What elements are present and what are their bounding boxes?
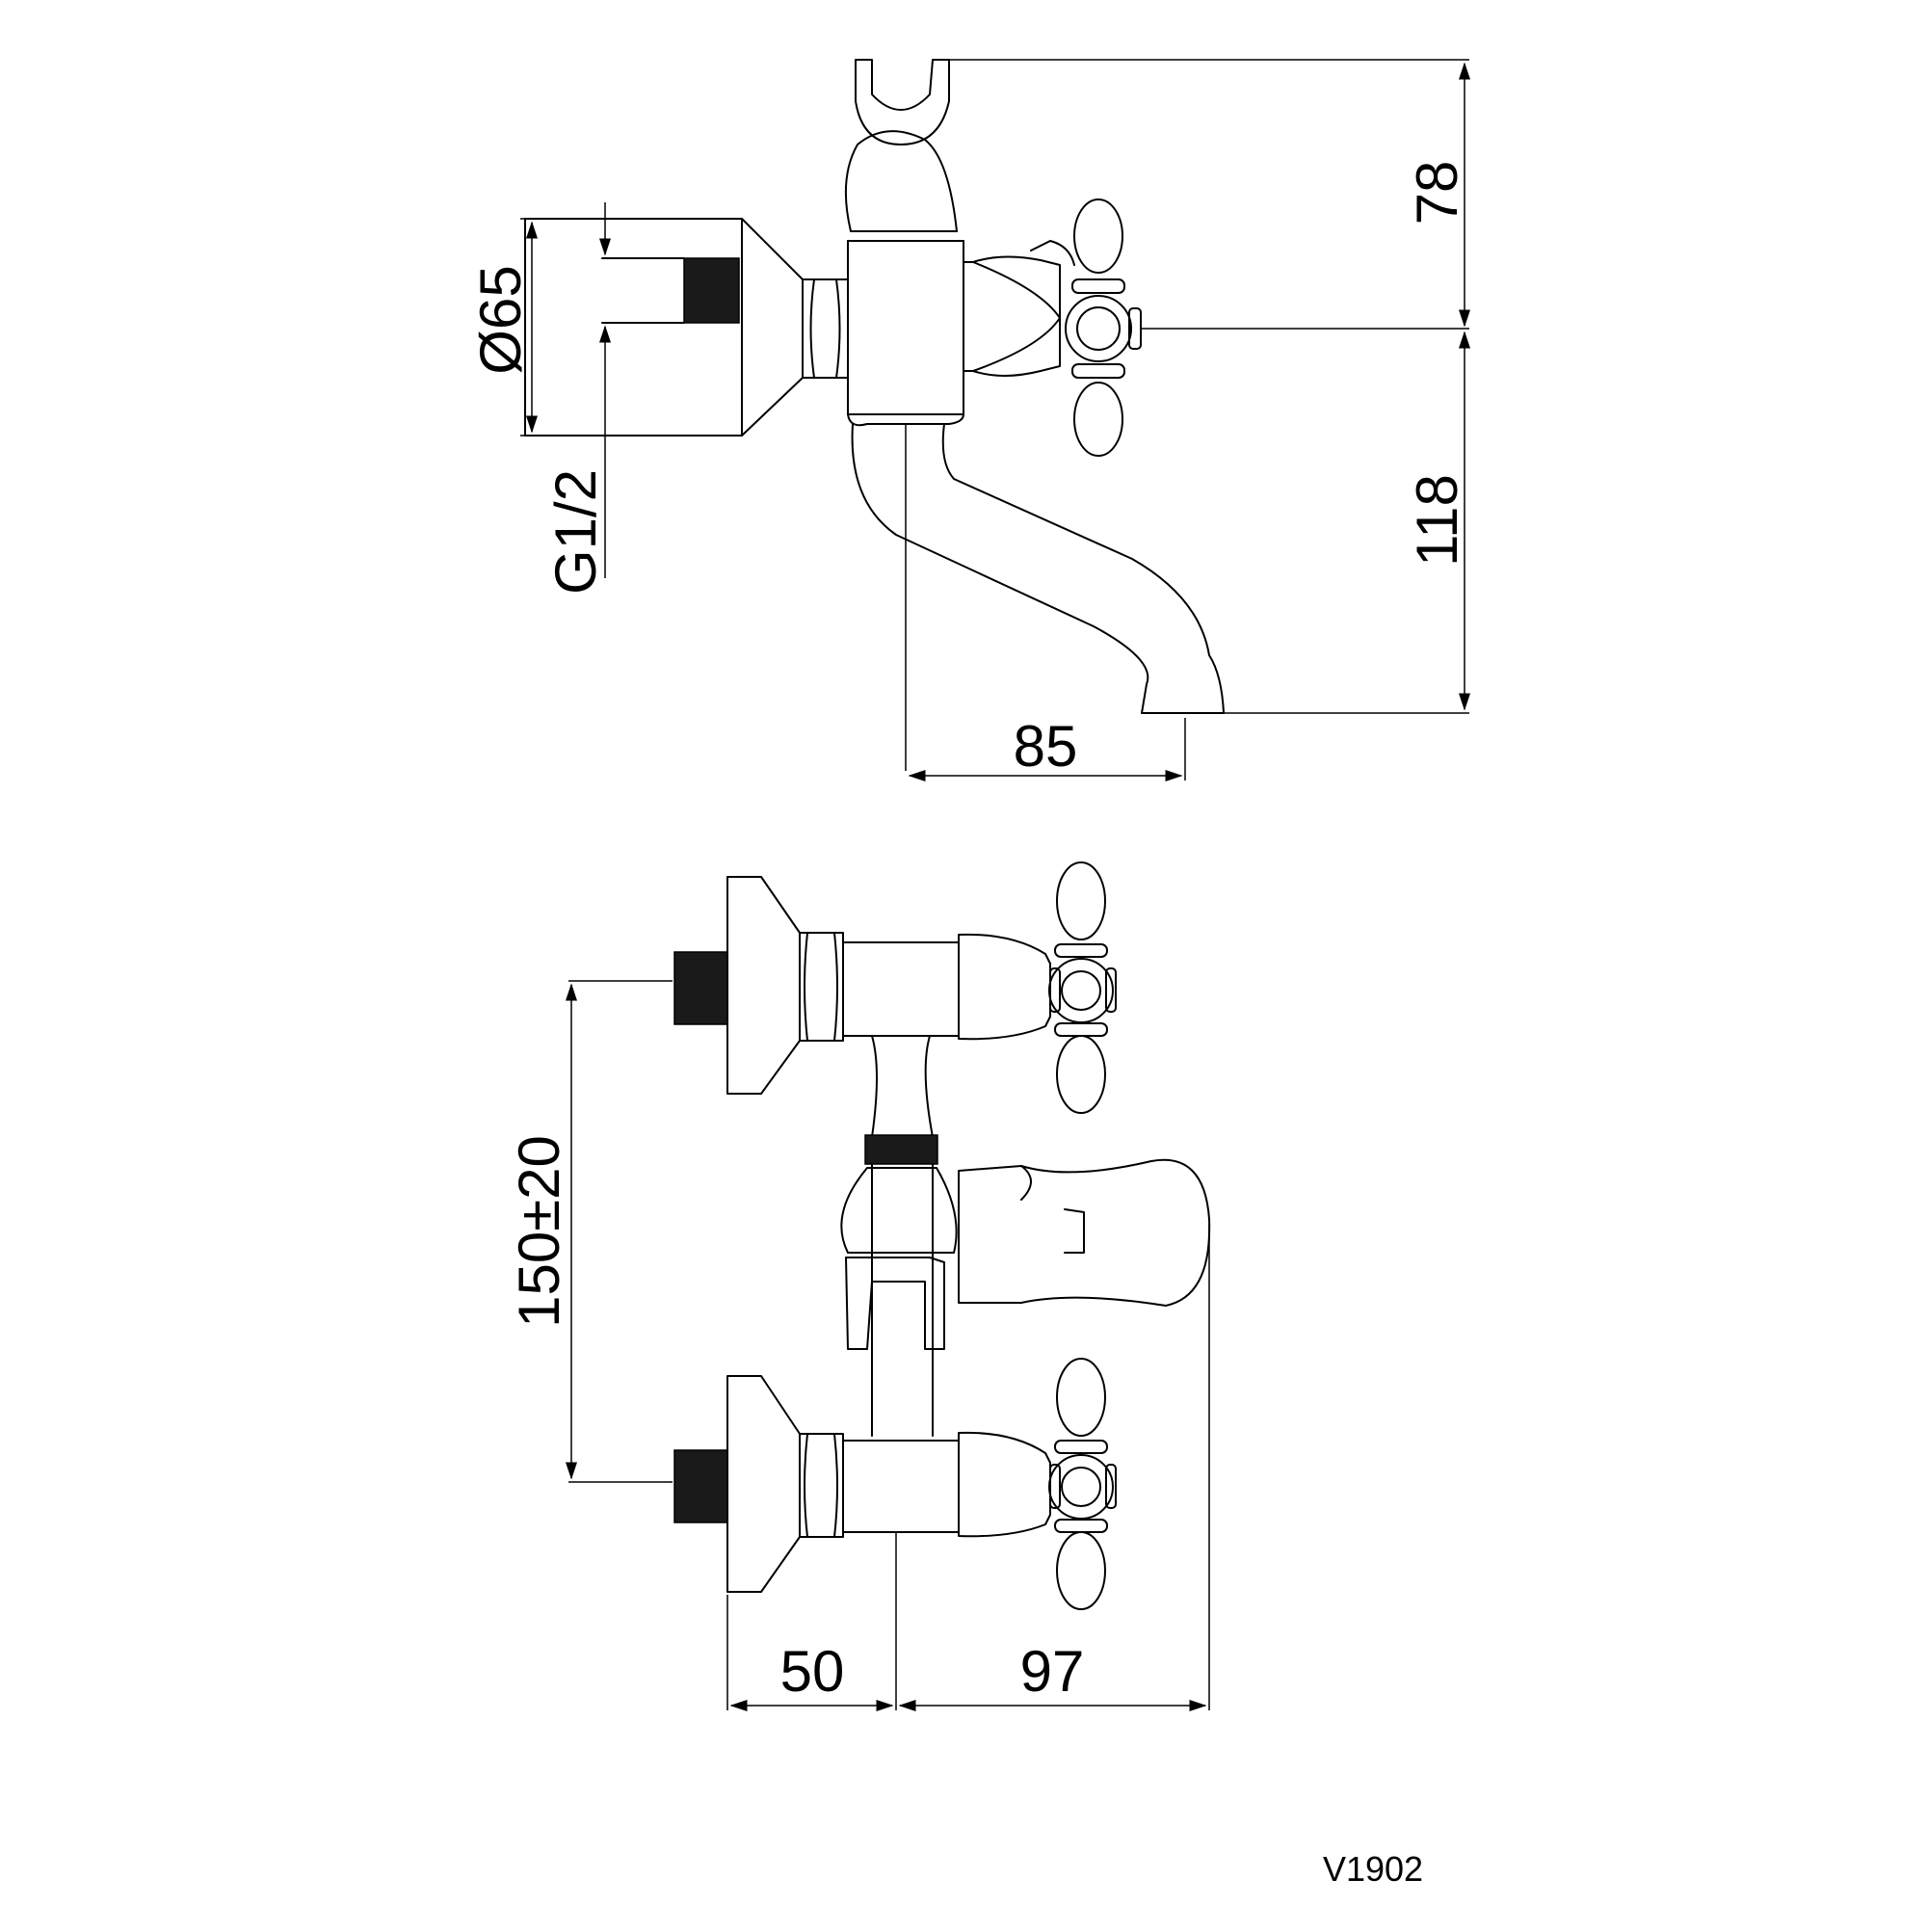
dim-handle-reach: 97 [1020, 1639, 1085, 1704]
front-vertical-body [871, 1035, 934, 1437]
front-shower-holder [845, 1257, 945, 1350]
front-bottom-cross-handle [1048, 1358, 1117, 1610]
front-bottom-valve-body [842, 1440, 960, 1533]
front-bottom-flange [726, 1375, 801, 1593]
front-top-valve-body [842, 941, 960, 1037]
front-view: 150±20 50 97 [507, 861, 1211, 1711]
front-top-flange [726, 876, 801, 1095]
front-top-cross-handle [1048, 861, 1117, 1114]
dim-inlet-spacing: 150±20 [507, 1135, 571, 1328]
dim-thread-size: G1/2 [543, 469, 608, 595]
front-top-inlet-thread [673, 951, 728, 1025]
side-cross-handle [1065, 198, 1142, 457]
side-shower-holder [855, 59, 950, 146]
dim-height-lower: 118 [1405, 474, 1469, 567]
front-diverter-thread [864, 1134, 938, 1165]
dim-body-depth: 50 [780, 1639, 845, 1704]
model-code: V1902 [1323, 1849, 1423, 1889]
side-inlet-thread [683, 257, 740, 324]
side-wall-flange [524, 218, 804, 437]
side-handle-bonnet [963, 255, 1061, 377]
dim-height-upper: 78 [1405, 161, 1469, 225]
side-view: 78 118 85 Ø65 G1/2 [468, 59, 1470, 781]
side-valve-body [847, 240, 964, 415]
dim-flange-diameter: Ø65 [468, 265, 533, 374]
front-spout [958, 1158, 1211, 1307]
side-diverter-dome [844, 130, 958, 232]
dim-spout-reach: 85 [1014, 714, 1078, 779]
front-bottom-inlet-thread [673, 1449, 728, 1523]
side-hex-nut [802, 278, 849, 379]
side-spout [851, 423, 1225, 714]
